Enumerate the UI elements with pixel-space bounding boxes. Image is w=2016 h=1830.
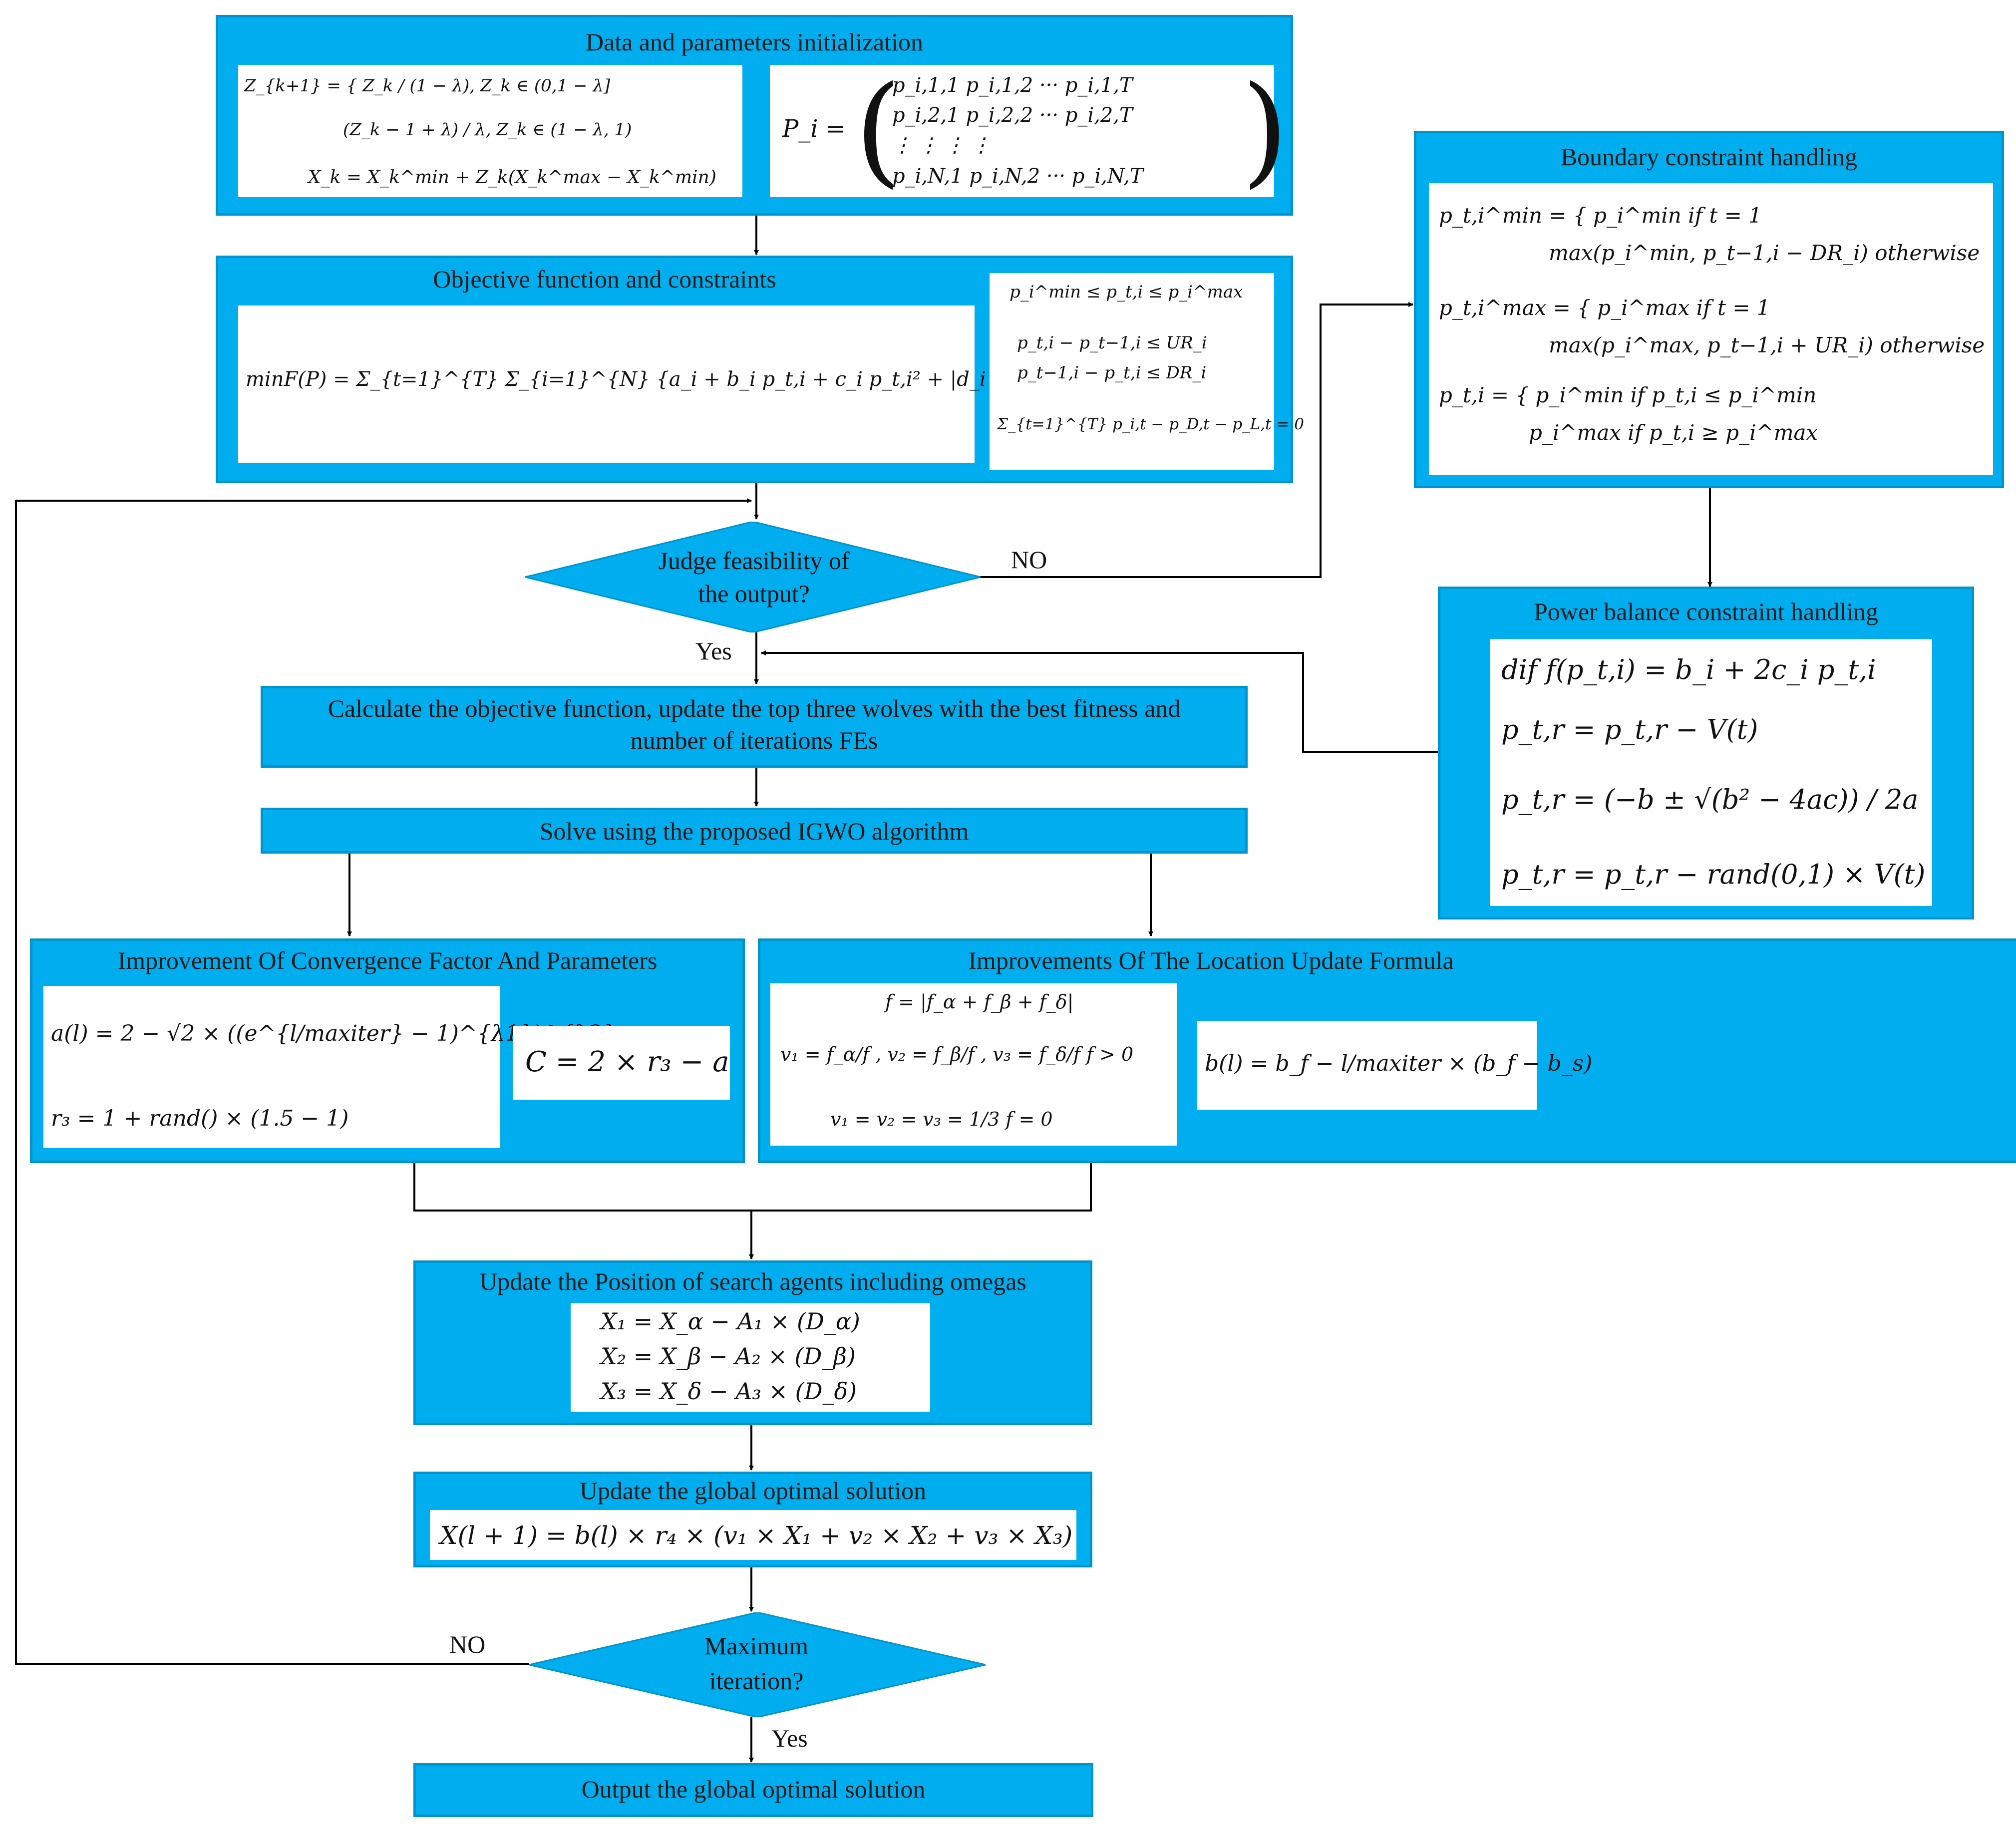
update-pos-eq-2: X₂ = X_β − A₂ × (D_β) bbox=[601, 1343, 856, 1370]
update-pos-eq-1: X₁ = X_α − A₁ × (D_α) bbox=[601, 1308, 860, 1335]
matrix-row-1: p_i,1,1 p_i,1,2 ··· p_i,1,T bbox=[892, 74, 1133, 97]
objective-title: Objective function and constraints bbox=[433, 265, 776, 293]
c-vector-eq: C = 2 × r₃ − a bbox=[525, 1046, 729, 1078]
update-position-title: Update the Position of search agents inc… bbox=[479, 1267, 1026, 1295]
chaos-eq-3: X_k = X_k^min + Z_k(X_k^max − X_k^min) bbox=[308, 167, 716, 188]
chaos-eq-1: Z_{k+1} = { Z_k / (1 − λ), Z_k ∈ (0,1 − … bbox=[244, 76, 611, 96]
global-formula: X(l + 1) = b(l) × r₄ × (v₁ × X₁ + v₂ × X… bbox=[440, 1521, 1073, 1550]
arrow-power-to-yes bbox=[761, 650, 1438, 753]
matrix-panel: P_i = ( p_i,1,1 p_i,1,2 ··· p_i,1,T p_i,… bbox=[770, 60, 1289, 200]
boundary-title: Boundary constraint handling bbox=[1560, 143, 1858, 171]
power-eq-2: p_t,r = p_t,r − V(t) bbox=[1501, 714, 1758, 745]
boundary-eq-2b: max(p_i^max, p_t−1,i + UR_i) otherwise bbox=[1549, 333, 1985, 357]
power-eq-4: p_t,r = p_t,r − rand(0,1) × V(t) bbox=[1501, 859, 1926, 890]
matrix-row-2: p_i,2,1 p_i,2,2 ··· p_i,2,T bbox=[892, 104, 1133, 127]
chaos-map-panel: Z_{k+1} = { Z_k / (1 − λ), Z_k ∈ (0,1 − … bbox=[238, 65, 742, 197]
convergence-block: Improvement Of Convergence Factor And Pa… bbox=[30, 938, 745, 1163]
calc-text: Calculate the objective function, update… bbox=[328, 694, 1181, 754]
matrix-right-paren: ) bbox=[1242, 60, 1289, 200]
output-text: Output the global optimal solution bbox=[581, 1775, 926, 1803]
judge-yes-label: Yes bbox=[695, 637, 732, 665]
convergence-panel: a(l) = 2 − √2 × ((e^{l/maxiter} − 1)^{λ1… bbox=[43, 986, 616, 1148]
init-title: Data and parameters initialization bbox=[585, 28, 924, 56]
judge-text: Judge feasibility of the output? bbox=[658, 547, 850, 608]
judge-no-label: NO bbox=[1011, 546, 1047, 574]
boundary-panel: p_t,i^min = { p_i^min if t = 1 max(p_i^m… bbox=[1429, 183, 1993, 475]
location-panel: f = |f_α + f_β + f_δ| v₁ = f_α/f , v₂ = … bbox=[770, 983, 1177, 1146]
power-eq-1: dif f(p_t,i) = b_i + 2c_i p_t,i bbox=[1501, 654, 1876, 685]
global-panel: X(l + 1) = b(l) × r₄ × (v₁ × X₁ + v₂ × X… bbox=[430, 1510, 1076, 1560]
maxiter-yes-label: Yes bbox=[771, 1724, 808, 1752]
matrix-row-3: ⋮ ⋮ ⋮ ⋮ bbox=[892, 134, 992, 157]
power-block: Power balance constraint handling dif f(… bbox=[1438, 587, 1974, 919]
update-position-panel: X₁ = X_α − A₁ × (D_α) X₂ = X_β − A₂ × (D… bbox=[571, 1303, 930, 1412]
power-title: Power balance constraint handling bbox=[1533, 598, 1879, 625]
constraint-3: p_t−1,i − p_t,i ≤ DR_i bbox=[1017, 363, 1207, 383]
convergence-eq-2: r₃ = 1 + rand() × (1.5 − 1) bbox=[51, 1106, 349, 1131]
power-panel: dif f(p_t,i) = b_i + 2c_i p_t,i p_t,r = … bbox=[1490, 639, 1932, 906]
constraint-1: p_i^min ≤ p_t,i ≤ p_i^max bbox=[1009, 282, 1243, 302]
location-eq-1: f = |f_α + f_β + f_δ| bbox=[885, 991, 1074, 1013]
boundary-block: Boundary constraint handling p_t,i^min =… bbox=[1414, 131, 2004, 488]
solve-block: Solve using the proposed IGWO algorithm bbox=[261, 808, 1248, 854]
boundary-eq-1b: max(p_i^min, p_t−1,i − DR_i) otherwise bbox=[1549, 241, 1980, 265]
maxiter-text: Maximum iteration? bbox=[704, 1632, 809, 1695]
constraint-4: Σ_{t=1}^{T} p_i,t − p_D,t − p_L,t = 0 bbox=[997, 415, 1304, 433]
boundary-eq-2a: p_t,i^max = { p_i^max if t = 1 bbox=[1439, 296, 1770, 320]
objective-formula-panel: minF(P) = Σ_{t=1}^{T} Σ_{i=1}^{N} {a_i +… bbox=[238, 305, 1258, 463]
location-title: Improvements Of The Location Update Form… bbox=[968, 946, 1454, 974]
solve-text: Solve using the proposed IGWO algorithm bbox=[539, 817, 969, 845]
location-block: Improvements Of The Location Update Form… bbox=[758, 938, 2016, 1163]
convergence-title: Improvement Of Convergence Factor And Pa… bbox=[117, 946, 658, 974]
location-eq-2: v₁ = f_α/f , v₂ = f_β/f , v₃ = f_δ/f f >… bbox=[780, 1043, 1134, 1065]
power-eq-3: p_t,r = (−b ± √(b² − 4ac)) / 2a bbox=[1501, 784, 1919, 815]
calc-block: Calculate the objective function, update… bbox=[261, 686, 1248, 768]
arrow-judge-no-to-boundary bbox=[980, 302, 1413, 578]
update-position-block: Update the Position of search agents inc… bbox=[413, 1260, 1092, 1425]
matrix-left-paren: ( bbox=[855, 60, 902, 200]
judge-diamond bbox=[525, 522, 981, 632]
init-block: Data and parameters initialization Z_{k+… bbox=[216, 15, 1293, 216]
objective-block: Objective function and constraints minF(… bbox=[216, 256, 1304, 483]
c-vector-panel: C = 2 × r₃ − a bbox=[513, 1026, 730, 1100]
matrix-row-4: p_i,N,1 p_i,N,2 ··· p_i,N,T bbox=[892, 165, 1143, 188]
arrow-maxiter-no-loop bbox=[15, 498, 752, 1665]
update-pos-eq-3: X₃ = X_δ − A₃ × (D_δ) bbox=[601, 1378, 857, 1405]
maxiter-diamond bbox=[529, 1612, 986, 1717]
boundary-eq-3b: p_i^max if p_t,i ≥ p_i^max bbox=[1529, 420, 1818, 445]
boundary-eq-3a: p_t,i = { p_i^min if p_t,i ≤ p_i^min bbox=[1439, 383, 1817, 407]
constraint-2: p_t,i − p_t−1,i ≤ UR_i bbox=[1017, 333, 1207, 353]
boundary-eq-1a: p_t,i^min = { p_i^min if t = 1 bbox=[1439, 203, 1762, 228]
b-formula-panel: b(l) = b_f − l/maxiter × (b_f − b_s) bbox=[1197, 1021, 1592, 1110]
matrix-lhs: P_i = bbox=[782, 115, 846, 143]
global-title: Update the global optimal solution bbox=[579, 1477, 927, 1505]
chaos-eq-2: (Z_k − 1 + λ) / λ, Z_k ∈ (1 − λ, 1) bbox=[343, 120, 632, 140]
output-block: Output the global optimal solution bbox=[413, 1763, 1093, 1817]
constraints-panel: p_i^min ≤ p_t,i ≤ p_i^max p_t,i − p_t−1,… bbox=[990, 273, 1304, 470]
maxiter-no-label: NO bbox=[449, 1630, 486, 1658]
global-block: Update the global optimal solution X(l +… bbox=[413, 1472, 1092, 1567]
merge-line bbox=[413, 1163, 1092, 1212]
b-formula-eq: b(l) = b_f − l/maxiter × (b_f − b_s) bbox=[1205, 1051, 1593, 1076]
location-eq-3: v₁ = v₂ = v₃ = 1/3 f = 0 bbox=[830, 1108, 1053, 1130]
